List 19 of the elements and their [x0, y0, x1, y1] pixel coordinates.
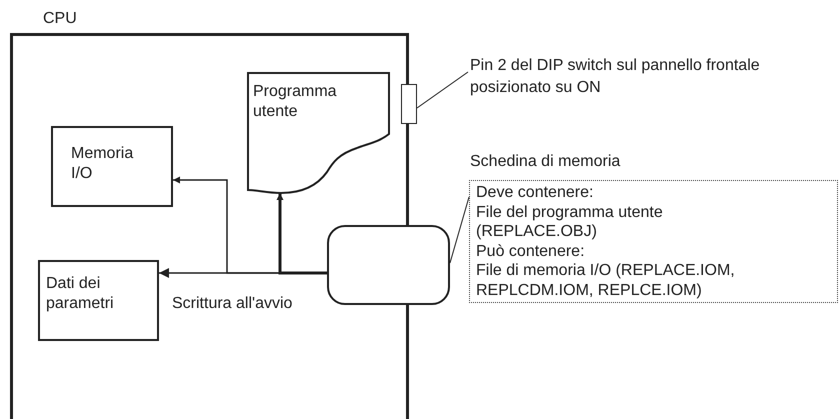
- process-box: [38, 260, 159, 341]
- leader-line: [416, 72, 468, 108]
- heading-label: CPU: [43, 9, 77, 29]
- dip-switch-shape: [401, 84, 417, 124]
- document-shape: [247, 72, 390, 194]
- process-box: [51, 126, 173, 207]
- node-label: Deve contenere:: [476, 183, 594, 202]
- node-label: File del programma utente (REPLACE.OBJ): [476, 202, 664, 242]
- node-label: File di memoria I/O (REPLACE.IOM, REPLCDM.IOM, REPLCE.IOM): [476, 261, 736, 300]
- node-label: Programma utente: [253, 82, 338, 122]
- memory-card-shape: [327, 225, 450, 305]
- node-label: Può contenere:: [476, 242, 586, 261]
- node-label: Dati dei parametri: [46, 274, 115, 314]
- node-label: Memoria I/O: [71, 144, 131, 184]
- leader-line: [450, 196, 470, 264]
- annotation-text: Scrittura all'avvio: [172, 294, 292, 314]
- callout-text: Pin 2 del DIP switch sul pannello frontale posizionato su ON: [470, 56, 761, 98]
- heading-label: Schedina di memoria: [470, 152, 620, 172]
- arrow: [276, 193, 327, 274]
